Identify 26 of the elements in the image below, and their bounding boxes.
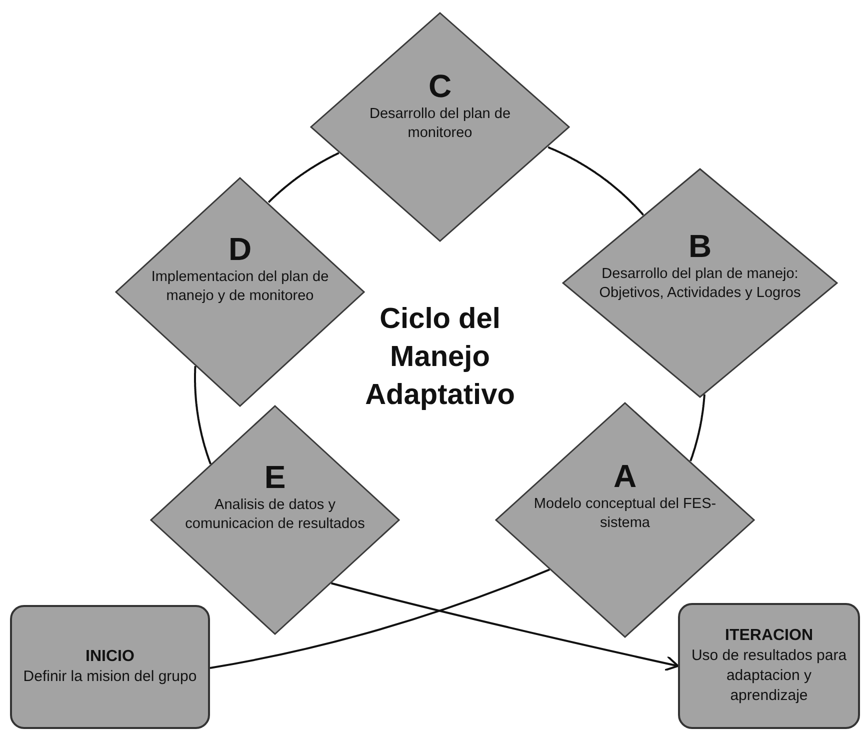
step-text: Implementacion del plan de manejo y de monitoreo xyxy=(150,268,330,306)
connector-line xyxy=(331,582,679,672)
step-letter: A xyxy=(613,459,637,494)
step-text: Modelo conceptual del FES-sistema xyxy=(532,495,718,534)
step-diamond xyxy=(115,177,365,407)
connector-line xyxy=(268,152,340,203)
box-text: Uso de resultados para adaptacion y aprendizaje xyxy=(690,646,848,706)
cycle-title: Ciclo del Manejo Adaptativo xyxy=(364,302,516,413)
connector-line xyxy=(690,394,706,462)
connector-line xyxy=(210,568,550,669)
step-letter: C xyxy=(428,69,452,104)
rounded-box xyxy=(678,603,860,729)
step-letter: B xyxy=(688,228,712,263)
box-heading: INICIO xyxy=(86,647,134,667)
connector-line xyxy=(194,366,212,464)
step-letter: D xyxy=(228,232,252,266)
step-letter: E xyxy=(264,460,286,494)
step-diamond xyxy=(562,168,838,398)
step-text: Desarrollo del plan de manejo: Objetivos, Actividades y Logros xyxy=(598,264,802,303)
step-text: Desarrollo del plan de monitoreo xyxy=(368,105,512,144)
connector-line xyxy=(548,146,644,216)
rounded-box xyxy=(10,605,210,729)
box-text: Definir la mision del grupo xyxy=(23,667,197,687)
step-diamond xyxy=(310,12,570,242)
step-text: Analisis de datos y comunicacion de resultados xyxy=(184,496,366,534)
box-heading: ITERACION xyxy=(725,626,813,646)
